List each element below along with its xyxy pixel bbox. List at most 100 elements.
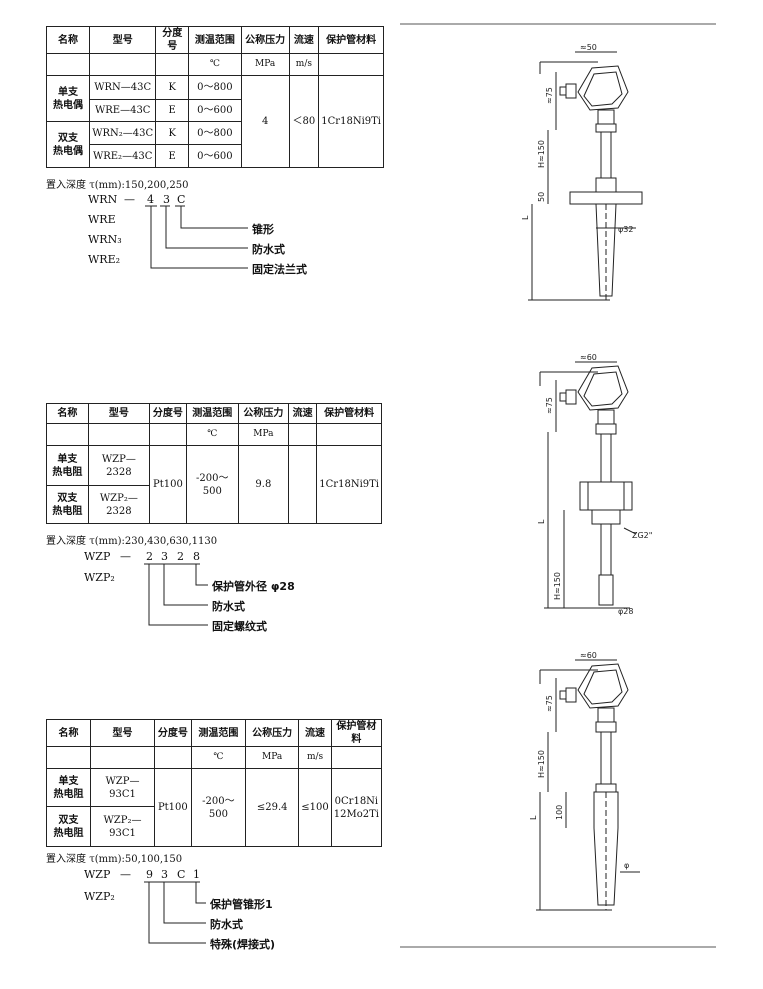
dim-label: ≈75 [545,87,554,104]
flange [569,191,643,205]
code-dash: — [120,868,131,881]
dim-label: H≈150 [537,750,546,778]
pressure-cell: 4 [240,75,290,168]
model-cell: WRE₂—43C [88,144,157,168]
header-name: 名称 [46,26,90,54]
code-explanation: 固定螺纹式 [212,620,267,633]
drawing-3-labels: ≈60 ≈75 H≈150 100 L φ [529,651,629,870]
neck-nut [595,423,617,435]
model-cell: WZP₂—2328 [87,485,151,524]
model-cell: WRN—43C [88,75,157,100]
code-dash: — [120,550,131,563]
code-explanation: 锥形 [252,223,274,236]
drawing-2-labels: ≈60 ≈75 ZG2" L H≈150 φ28 [537,353,652,616]
dim-label: φ28 [618,607,633,616]
code-digit: C [177,868,186,881]
code-digit: 9 [146,868,153,881]
leader-line [163,882,206,924]
code-digit: C [177,193,186,206]
leader-line [195,564,208,586]
code-leader-lines [145,205,248,269]
grade-cell: Pt100 [149,445,187,524]
leader-line [148,564,208,626]
leader-line [180,206,248,229]
header-range: 测温范围 [185,403,239,424]
junction-head [577,65,629,111]
spec-table-resistance-threaded: 名称 型号 分度号 测温范围 公称压力 流速 保护管材料 ℃ MPa 单支热电阻… [46,403,382,524]
code-explanation: 防水式 [252,243,285,256]
dim-label: ≈60 [580,353,597,362]
model-code: WZP [84,868,111,881]
code-leader-lines [144,881,206,944]
code-explanation: 保护管外径 φ28 [212,580,295,593]
code-digit: 2 [146,550,153,563]
sheath-tip [598,574,614,606]
pressure-cell: ≤29.4 [245,768,300,847]
thread [591,509,621,525]
leader-line [195,882,206,904]
leader-line [150,206,248,269]
dim-label: 100 [555,805,564,820]
drawing-1-labels: ≈50 ≈75 H≈150 50 L φ32 [521,43,633,234]
code-digit: 4 [147,193,154,206]
dim-label: H≈150 [537,140,546,168]
code-leader-lines [144,563,208,626]
range-cell: -200～500 [190,768,247,847]
model-cell: WZP—2328 [87,445,151,486]
tapered-well [593,791,619,906]
dim-label: L [521,215,530,220]
drawing-flanged-thermocouple [528,51,643,301]
dim-label: ≈50 [580,43,597,52]
code-digit: 3 [161,868,168,881]
material-cell: 1Cr18Ni9Ti [318,75,384,168]
stem-nut [595,177,617,193]
model-cell: WRN₂—43C [88,121,157,145]
material-cell: 1Cr18Ni9Ti [316,445,382,524]
dim-line [623,527,637,535]
dim-label: ≈75 [545,397,554,414]
model-code: WRN₃ [88,233,122,246]
range-cell: 0～600 [187,144,242,168]
header-velocity: 流速 [298,719,332,747]
cable-gland-nut [559,690,567,700]
cable-gland-nut [559,392,567,402]
model-code: WZP₂ [84,571,115,584]
junction-head [577,663,629,709]
dim-label: L [529,815,538,820]
header-range: 测温范围 [187,26,242,54]
dim-label: ≈60 [580,651,597,660]
cable-gland-nut [559,86,567,96]
header-pressure: 公称压力 [245,719,300,747]
model-code: WRN [88,193,118,206]
cable-gland [565,687,577,703]
leader-line [163,564,208,606]
dim-label: ZG2" [632,531,652,540]
model-code: WZP₂ [84,890,115,903]
code-explanation: 固定法兰式 [252,263,307,276]
neck [597,109,615,125]
spec-table-resistance-welded: 名称 型号 分度号 测温范围 公称压力 流速 保护管材料 ℃ MPa m/s 单… [45,719,383,847]
velocity-cell [287,445,318,524]
hex-nut [579,481,633,511]
neck [597,409,615,425]
code-explanation: 特殊(焊接式) [210,938,276,951]
neck [597,707,615,723]
leader-line [148,882,206,944]
dim-label: φ [624,861,629,870]
code-digit: 8 [193,550,200,563]
cable-gland [565,83,577,99]
dim-label: 50 [537,192,546,202]
drawing-threaded-rtd [539,361,637,609]
model-code: WRE₂ [88,253,121,266]
code-explanation: 防水式 [210,918,243,931]
code-digit: 3 [161,550,168,563]
dim-label: H≈150 [553,572,562,600]
depth-line: 置入深度 τ(mm):50,100,150 [46,854,183,865]
cable-gland [565,389,577,405]
header-model: 型号 [90,719,155,747]
stem-nut [595,783,617,793]
junction-head-inner [583,371,623,407]
code-explanation: 防水式 [212,600,245,613]
model-cell: WZP₂—93C1 [90,806,155,847]
